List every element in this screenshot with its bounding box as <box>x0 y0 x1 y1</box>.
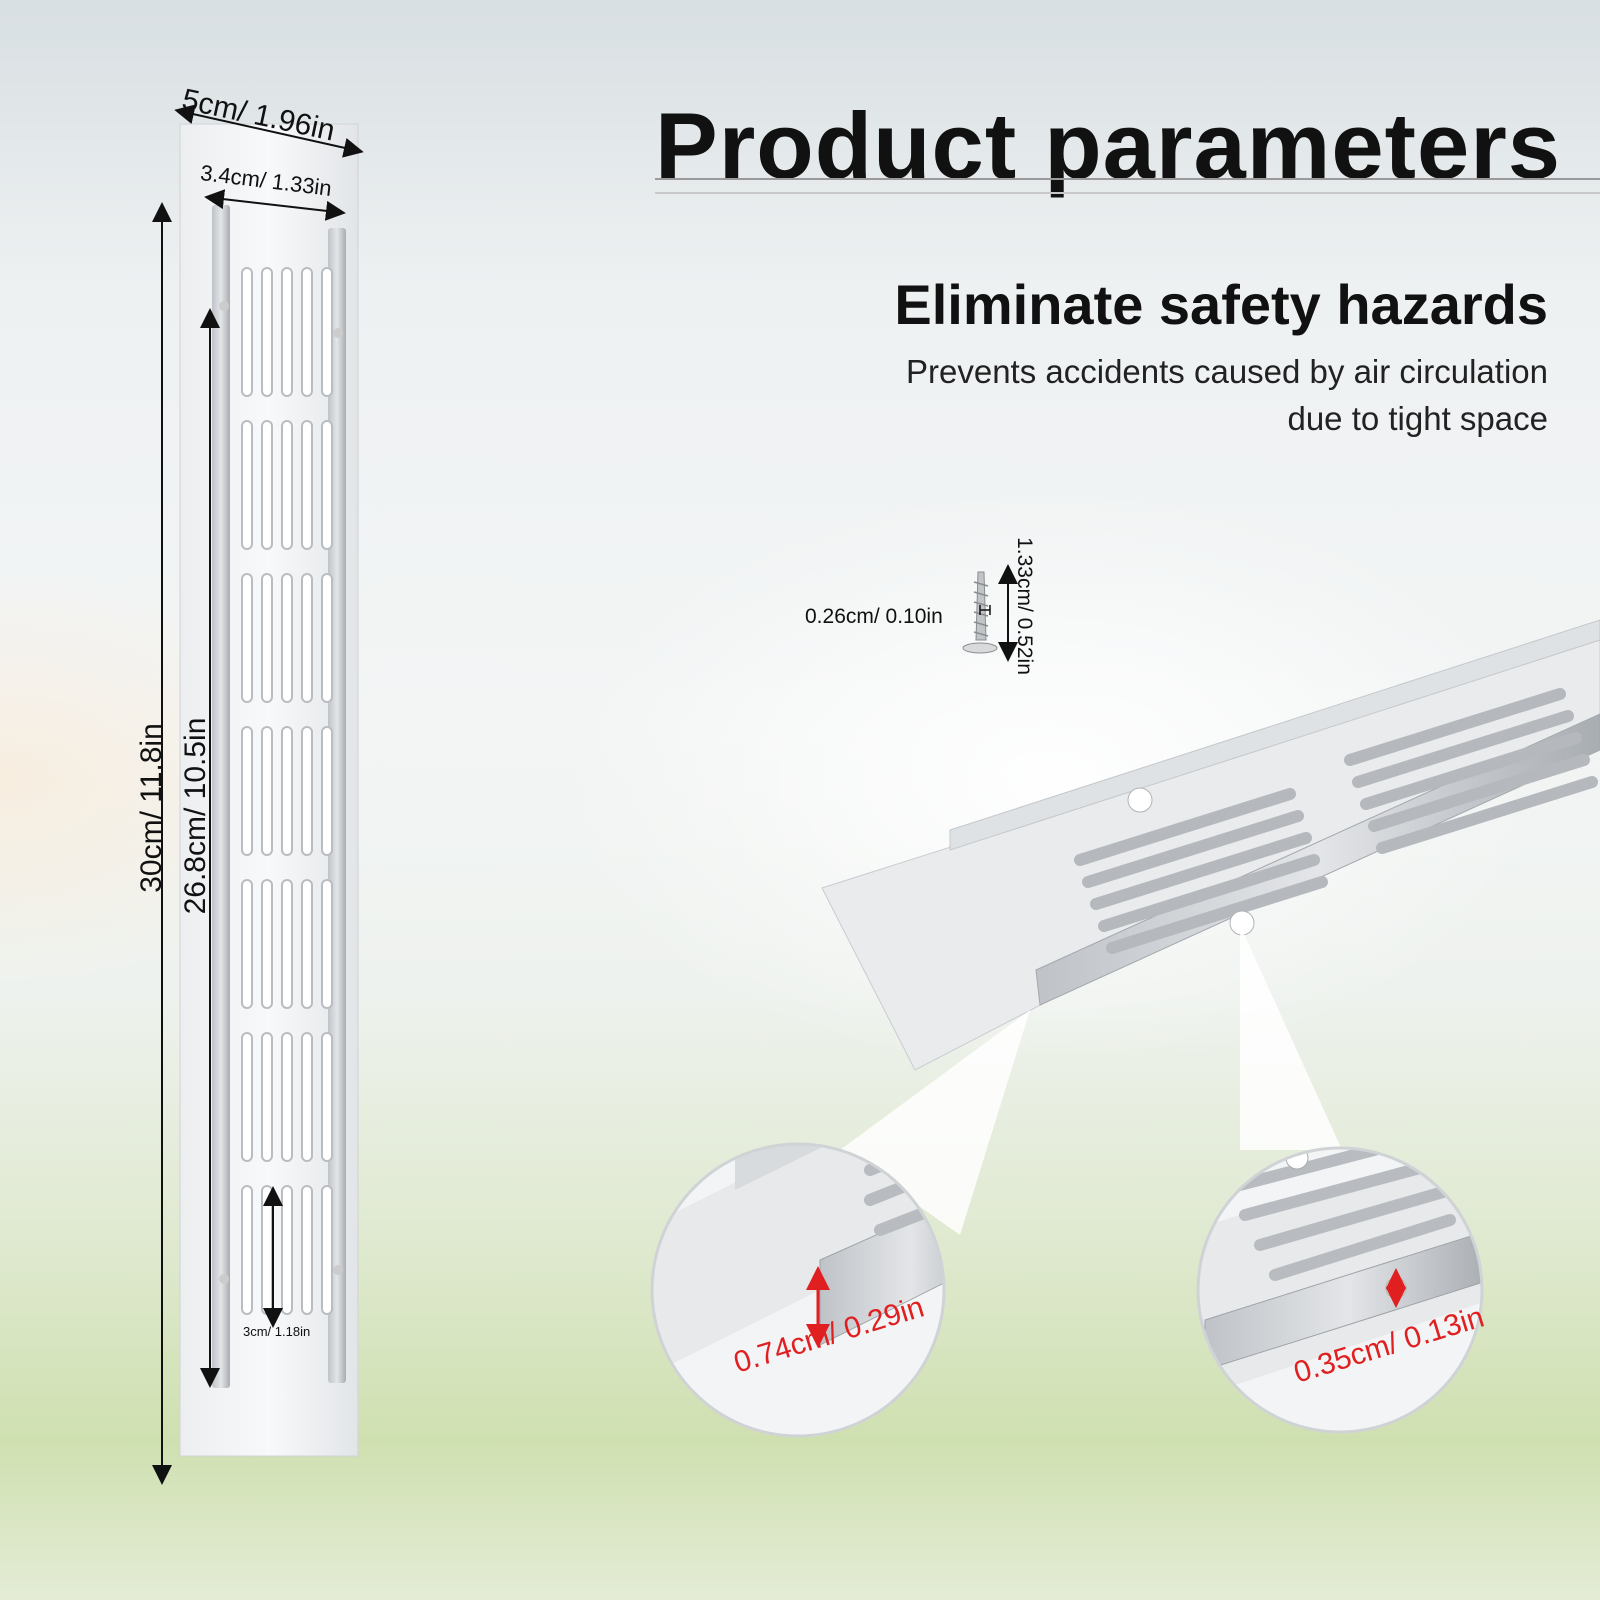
vent-slot <box>281 879 293 1009</box>
page-title: Product parameters <box>655 93 1562 198</box>
vent-slot <box>241 879 253 1009</box>
vent-slot <box>301 573 313 703</box>
vent-slot <box>241 420 253 550</box>
vent-slot <box>1106 876 1328 954</box>
vent-slot <box>281 420 293 550</box>
vent-slot <box>261 1185 273 1315</box>
vent-slots <box>241 267 333 1315</box>
screw-length-label: 1.33cm/ 0.52in <box>1013 537 1036 675</box>
vent-slot <box>281 1185 293 1315</box>
vent-bar-angled-view <box>821 619 1600 1071</box>
vent-slot <box>301 420 313 550</box>
vent-slot <box>321 267 333 397</box>
vent-slot <box>1090 832 1312 910</box>
slot-length-label: 3cm/ 1.18in <box>243 1324 311 1339</box>
vent-slot <box>261 879 273 1009</box>
vent-slot <box>1376 776 1598 854</box>
vent-slot <box>301 267 313 397</box>
vent-slot <box>1360 732 1582 810</box>
screw-illustration <box>962 571 998 654</box>
vent-slot <box>1098 854 1320 932</box>
vent-slot <box>261 267 273 397</box>
inner-length-label: 26.8cm/ 10.5in <box>179 717 212 915</box>
vent-slot <box>321 1185 333 1315</box>
vent-slot <box>261 726 273 856</box>
vent-slot <box>301 1032 313 1162</box>
vent-slot <box>321 879 333 1009</box>
vent-slot <box>1074 788 1296 866</box>
vent-slot <box>321 726 333 856</box>
total-length-label: 30cm/ 11.8in <box>135 723 168 893</box>
feature-heading: Eliminate safety hazards <box>894 273 1548 336</box>
zoom-circle-hole <box>1198 1148 1482 1432</box>
description-line: due to tight space <box>1287 400 1548 437</box>
vent-slot <box>241 1032 253 1162</box>
vent-slot <box>281 573 293 703</box>
vent-slot <box>281 1032 293 1162</box>
title-underline <box>655 178 1600 194</box>
description-line: Prevents accidents caused by air circula… <box>906 353 1548 390</box>
vent-slot <box>1344 688 1566 766</box>
feature-description: Prevents accidents caused by air circula… <box>788 348 1548 442</box>
vent-slot <box>321 573 333 703</box>
left-rail <box>212 205 230 1388</box>
screw-diameter-label: 0.26cm/ 0.10in <box>805 605 943 628</box>
vent-slot <box>241 1185 253 1315</box>
vent-slot <box>1352 710 1574 788</box>
vent-slot <box>1368 754 1590 832</box>
vent-slot <box>281 267 293 397</box>
vent-slot <box>281 726 293 856</box>
vent-slot <box>301 726 313 856</box>
vent-slot <box>261 1032 273 1162</box>
vent-slot <box>301 1185 313 1315</box>
vent-slot <box>321 420 333 550</box>
vent-slot <box>321 1032 333 1162</box>
vent-slot <box>1082 810 1304 888</box>
vent-slot <box>241 573 253 703</box>
vent-slot <box>261 573 273 703</box>
vent-slot <box>301 879 313 1009</box>
vent-slot <box>241 267 253 397</box>
vent-slot <box>241 726 253 856</box>
vent-slot <box>261 420 273 550</box>
